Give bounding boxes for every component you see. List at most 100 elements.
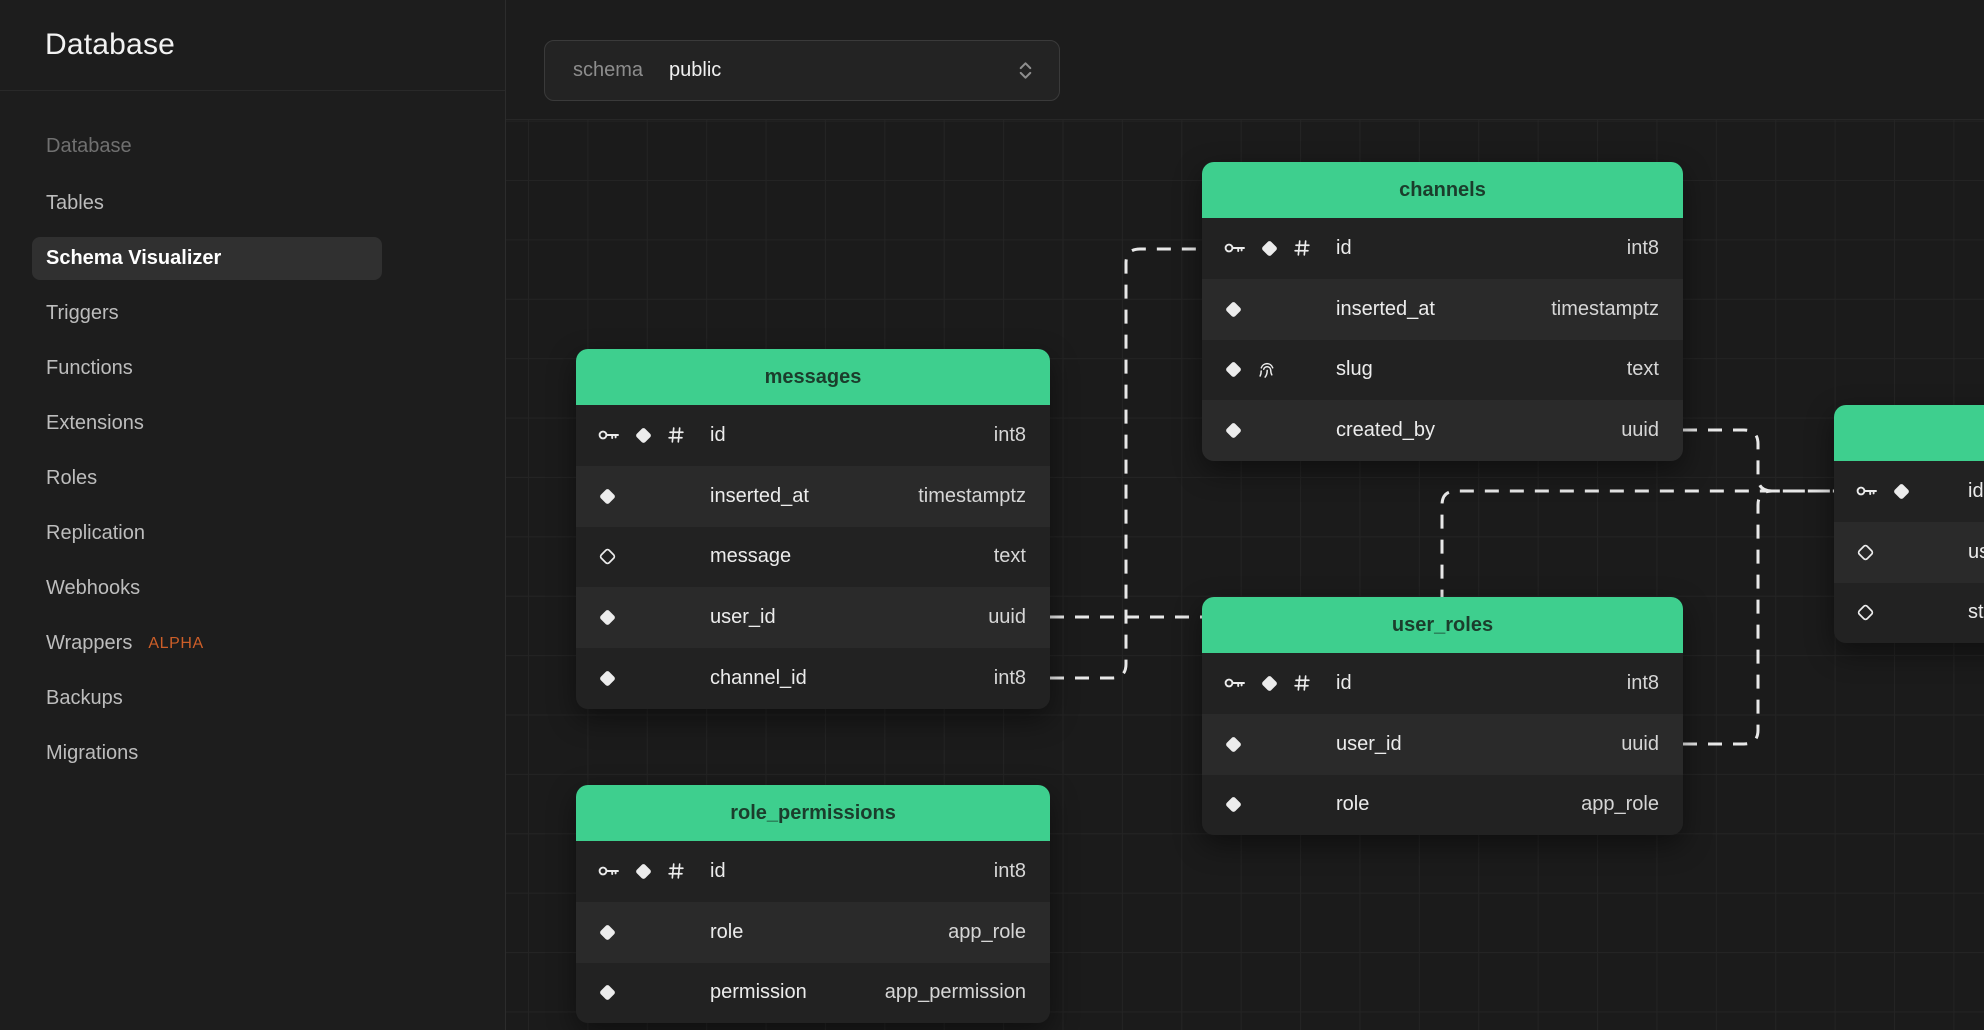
column-type: int8: [993, 859, 1026, 882]
not-null-diamond-icon: [1258, 237, 1281, 260]
table-node-title[interactable]: user_roles: [1202, 597, 1683, 653]
sidebar-item-label: Functions: [46, 357, 133, 379]
not-null-diamond-icon: [596, 485, 619, 508]
column-name: id: [1336, 236, 1352, 259]
not-null-diamond-icon: [1258, 672, 1281, 695]
not-null-diamond-icon: [1890, 480, 1913, 503]
column-row-use: use: [1834, 521, 1984, 583]
not-null-diamond-icon: [1222, 419, 1245, 442]
sidebar-item-replication[interactable]: Replication: [32, 512, 382, 555]
column-row-id: id int8: [1202, 218, 1683, 279]
table-node-title[interactable]: channels: [1202, 162, 1683, 218]
schema-selector[interactable]: schema public: [544, 40, 1060, 101]
column-name: id: [1336, 671, 1352, 694]
nullable-diamond-icon: [596, 545, 619, 568]
relationship-edge-messages.channel_id-to-channels.id: [1050, 247, 1202, 680]
column-row-message: message text: [576, 526, 1050, 588]
column-name: user_id: [1336, 732, 1402, 755]
column-icons: [596, 606, 696, 629]
sidebar-item-label: Roles: [46, 467, 98, 489]
sidebar-item-label: Migrations: [46, 742, 139, 764]
column-type: int8: [1626, 236, 1659, 259]
sidebar-item-backups[interactable]: Backups: [32, 677, 382, 720]
not-null-diamond-icon: [596, 921, 619, 944]
sidebar-item-migrations[interactable]: Migrations: [32, 732, 382, 775]
sidebar-item-label: Triggers: [46, 302, 119, 324]
table-node-title[interactable]: messages: [576, 349, 1050, 405]
sidebar-item-label: Wrappers: [46, 632, 133, 654]
unique-fingerprint-icon: [1255, 358, 1279, 382]
sidebar-item-label: Replication: [46, 522, 145, 544]
column-row-user_id: user_id uuid: [1202, 713, 1683, 775]
table-node-title[interactable]: role_permissions: [576, 785, 1050, 841]
column-icons: [596, 667, 696, 690]
column-type: app_permission: [884, 981, 1026, 1004]
column-name: id: [710, 423, 726, 446]
column-type: timestamptz: [918, 484, 1026, 507]
schema-selector-value: public: [669, 59, 722, 81]
column-name: inserted_at: [710, 484, 809, 507]
primary-key-icon: [596, 858, 622, 884]
table-node-partial[interactable]: idusesta: [1834, 405, 1984, 644]
column-type: timestamptz: [1551, 297, 1659, 320]
not-null-diamond-icon: [632, 860, 655, 883]
table-node-title[interactable]: [1834, 405, 1984, 461]
sidebar-item-tables[interactable]: Tables: [32, 182, 382, 225]
number-hash-icon: [665, 860, 687, 882]
relationship-edge-user_roles.user_id-to-users.id: [1683, 489, 1834, 746]
column-icons: [1222, 670, 1322, 696]
sidebar-item-extensions[interactable]: Extensions: [32, 402, 382, 445]
column-type: uuid: [1621, 419, 1659, 442]
sidebar-item-webhooks[interactable]: Webhooks: [32, 567, 382, 610]
column-name: use: [1968, 540, 1984, 563]
column-type: uuid: [1621, 732, 1659, 755]
sidebar-item-label: Schema Visualizer: [46, 247, 222, 269]
column-row-role: role app_role: [1202, 774, 1683, 836]
sidebar-item-roles[interactable]: Roles: [32, 457, 382, 500]
column-icons: [1854, 541, 1954, 564]
column-icons: [1222, 793, 1322, 816]
sidebar-item-schema-visualizer[interactable]: Schema Visualizer: [32, 237, 382, 280]
number-hash-icon: [665, 424, 687, 446]
column-name: user_id: [710, 606, 776, 629]
column-type: text: [993, 545, 1026, 568]
column-icons: [596, 981, 696, 1004]
column-name: channel_id: [710, 667, 807, 690]
column-icons: [596, 485, 696, 508]
sidebar-item-triggers[interactable]: Triggers: [32, 292, 382, 335]
column-type: app_role: [1581, 793, 1659, 816]
column-name: id: [1968, 479, 1984, 502]
sidebar-item-label: Webhooks: [46, 577, 141, 599]
sidebar-item-functions[interactable]: Functions: [32, 347, 382, 390]
not-null-diamond-icon: [1222, 733, 1245, 756]
column-icons: [596, 422, 696, 448]
page-title: Database: [45, 28, 176, 61]
column-name: role: [710, 920, 744, 943]
column-row-id: id: [1834, 461, 1984, 522]
column-name: permission: [710, 981, 807, 1004]
column-name: message: [710, 545, 792, 568]
column-name: role: [1336, 793, 1370, 816]
not-null-diamond-icon: [1222, 358, 1245, 381]
column-icons: [1854, 478, 1954, 504]
column-icons: [596, 858, 696, 884]
topbar: schema public: [506, 0, 1984, 120]
column-icons: [1222, 419, 1322, 442]
